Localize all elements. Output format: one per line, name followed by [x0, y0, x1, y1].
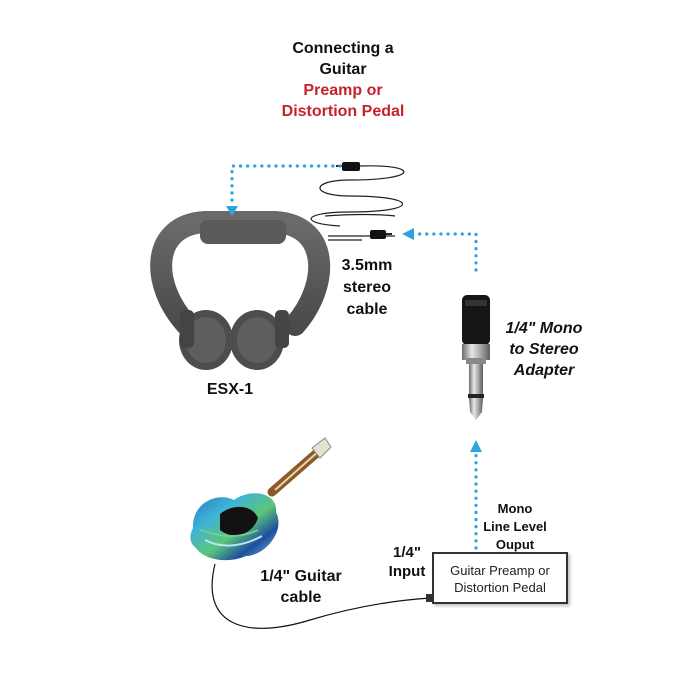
guitar-cable-plug	[426, 594, 432, 602]
headphones-label: ESX-1	[206, 381, 254, 398]
mono-output-label-line-2: Line Level	[483, 519, 547, 534]
stereo-cable-label-line-2: stereo	[342, 279, 392, 296]
stereo-cable-label: 3.5mm stereo cable	[322, 255, 412, 321]
diagram-title: Connecting a Guitar Preamp or Distortion…	[243, 38, 443, 122]
mono-to-stereo-adapter-image	[462, 295, 490, 420]
adapter-label-line-1: 1/4" Mono	[505, 320, 583, 337]
headphones-image	[150, 211, 331, 370]
adapter-label: 1/4" Mono to Stereo Adapter	[486, 318, 602, 381]
guitar-preamp-box-text: Guitar Preamp or Distortion Pedal	[434, 562, 566, 596]
guitar-preamp-box: Guitar Preamp or Distortion Pedal	[432, 552, 568, 604]
adapter-label-line-2: to Stereo	[509, 341, 579, 358]
electric-guitar-image	[190, 437, 332, 561]
mono-output-label: Mono Line Level Ouput	[470, 500, 560, 554]
title-line-3: Preamp or	[303, 82, 383, 99]
guitar-cable-line	[211, 563, 431, 629]
title-line-4: Distortion Pedal	[281, 103, 405, 120]
guitar-preamp-box-line-1: Guitar Preamp or	[450, 563, 550, 578]
stereo-cable-label-line-3: cable	[346, 301, 388, 318]
signal-flow-preamp-to-adapter	[470, 440, 482, 550]
guitar-preamp-box-line-2: Distortion Pedal	[454, 580, 546, 595]
adapter-label-line-3: Adapter	[513, 362, 575, 379]
preamp-input-label: 1/4" Input	[372, 543, 442, 581]
guitar-cable-label-line-1: 1/4" Guitar	[260, 568, 342, 585]
stereo-cable-image	[310, 162, 405, 241]
mono-output-label-line-1: Mono	[497, 501, 533, 516]
signal-flow-adapter-to-cable	[402, 228, 478, 272]
preamp-input-label-line-1: 1/4"	[393, 544, 421, 561]
title-line-2: Guitar	[319, 61, 367, 78]
stereo-cable-label-line-1: 3.5mm	[341, 257, 393, 274]
guitar-cable-label: 1/4" Guitar cable	[236, 566, 366, 608]
preamp-input-label-line-2: Input	[388, 563, 426, 580]
title-line-1: Connecting a	[292, 40, 394, 57]
mono-output-label-line-3: Ouput	[495, 537, 535, 552]
signal-flow-cable-to-headphones	[226, 164, 342, 216]
guitar-cable-label-line-2: cable	[280, 589, 322, 606]
